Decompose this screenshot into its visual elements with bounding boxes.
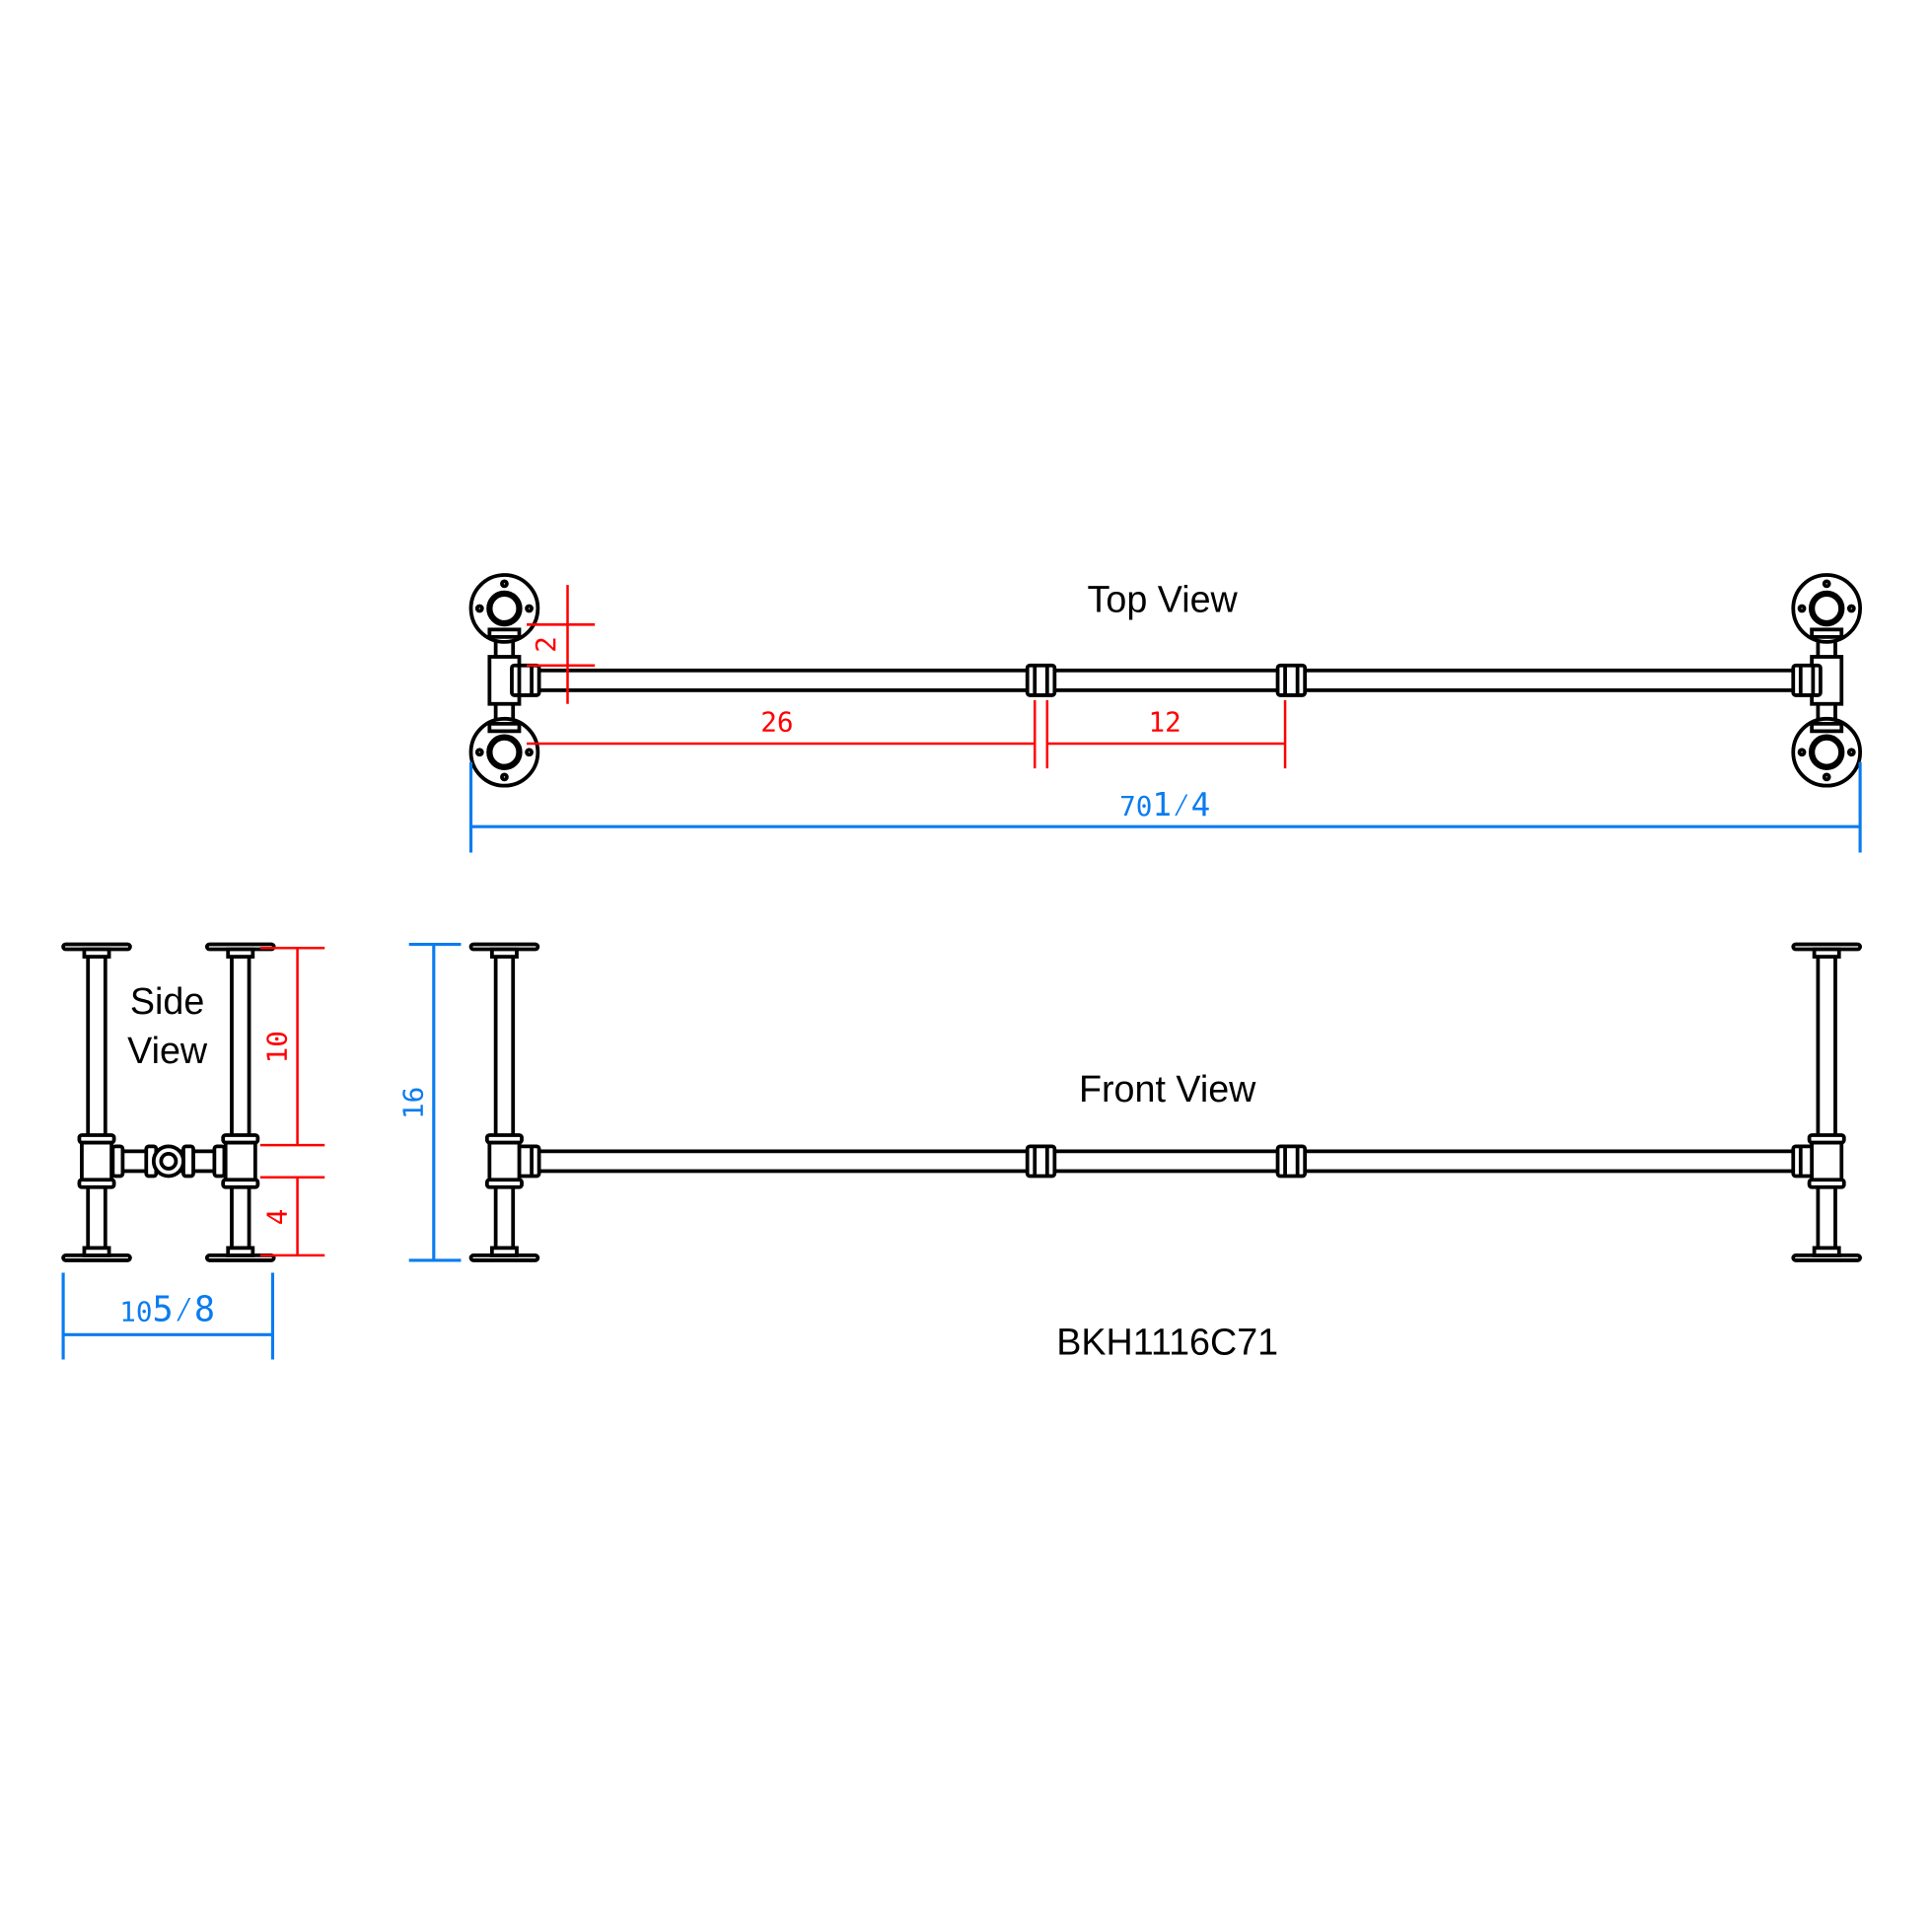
flange-neck <box>1812 947 1841 959</box>
flange-hole <box>1822 772 1831 782</box>
dim-top-seg1: 26 <box>760 705 793 738</box>
pipe-end <box>1808 590 1845 627</box>
horizontal-pipe <box>525 668 1809 692</box>
pipe-coupling <box>110 1144 125 1179</box>
flange-neck <box>489 947 519 959</box>
tee-ring <box>1807 1178 1846 1189</box>
flange-hole <box>500 772 509 782</box>
pipe-ring <box>1810 627 1844 639</box>
vertical-pipe <box>230 950 251 1252</box>
tee-fitting <box>487 1135 522 1187</box>
flange-neck <box>489 1246 519 1257</box>
dim-side-upper: 10 <box>260 1031 293 1063</box>
model-number: BKH1116C71 <box>1056 1321 1278 1362</box>
dim-top-seg2: 12 <box>1149 705 1181 738</box>
top-view-dimensions: 2 26 12 701⁄4 <box>468 585 1862 853</box>
tee-fitting <box>80 1135 113 1187</box>
flange-neck <box>226 947 255 959</box>
pipe-coupling <box>212 1144 227 1179</box>
side-view-label-1: Side <box>130 980 204 1022</box>
tee-ring <box>1807 1133 1846 1145</box>
flange-neck <box>1812 1246 1841 1257</box>
tee-ring <box>221 1178 260 1189</box>
tee-fitting <box>1810 1135 1844 1187</box>
dim-overall-length: 701⁄4 <box>1119 786 1210 823</box>
tee-ring <box>484 1178 524 1189</box>
flange-neck <box>226 1246 255 1257</box>
top-view-label: Top View <box>1088 579 1239 620</box>
pipe-ring <box>487 627 522 639</box>
pipe-ring <box>487 721 522 734</box>
pipe-end <box>486 590 523 627</box>
pipe-coupling <box>1275 1144 1308 1179</box>
flange-hole <box>525 604 534 613</box>
pipe-coupling <box>1791 663 1823 697</box>
dim-side-lower: 4 <box>260 1209 293 1226</box>
flange-hole <box>1846 604 1856 613</box>
front-view-label: Front View <box>1079 1068 1256 1109</box>
tee-ring <box>484 1133 524 1145</box>
pipe-end-inner <box>159 1151 179 1171</box>
flange-hole <box>474 748 484 757</box>
vertical-pipe <box>86 950 107 1252</box>
tee-ring <box>77 1133 116 1145</box>
pipe-end <box>1808 734 1845 770</box>
tee-fitting <box>223 1135 257 1187</box>
tee-ring <box>77 1178 116 1189</box>
horizontal-pipe <box>518 1149 1809 1174</box>
front-view-dimensions: 16 <box>396 942 462 1262</box>
tee-ring <box>221 1133 260 1145</box>
pipe-ring <box>1810 721 1844 734</box>
flange-hole <box>525 748 534 757</box>
flange-hole <box>1822 579 1831 589</box>
flange-hole <box>1846 748 1856 757</box>
pipe-coupling <box>1025 663 1057 697</box>
dim-side-width: 105⁄8 <box>119 1290 215 1330</box>
pipe-coupling <box>1275 663 1308 697</box>
dim-front-height: 16 <box>396 1087 429 1119</box>
flange-neck <box>82 947 111 959</box>
vertical-pipe <box>493 950 516 1252</box>
flange-neck <box>82 1246 111 1257</box>
flange-hole <box>1797 604 1807 613</box>
flange-hole <box>1797 748 1807 757</box>
side-view-label-2: View <box>127 1030 208 1071</box>
flange-hole <box>474 604 484 613</box>
vertical-pipe <box>1816 950 1837 1252</box>
pipe-coupling <box>1025 1144 1057 1179</box>
pipe-coupling <box>510 663 541 697</box>
pipe-end <box>486 734 523 770</box>
dim-top-offset: 2 <box>530 636 562 653</box>
flange-hole <box>500 579 509 589</box>
side-view-dimensions: 10 4 105⁄8 <box>61 947 325 1360</box>
pipe-geometry <box>61 573 1863 1262</box>
